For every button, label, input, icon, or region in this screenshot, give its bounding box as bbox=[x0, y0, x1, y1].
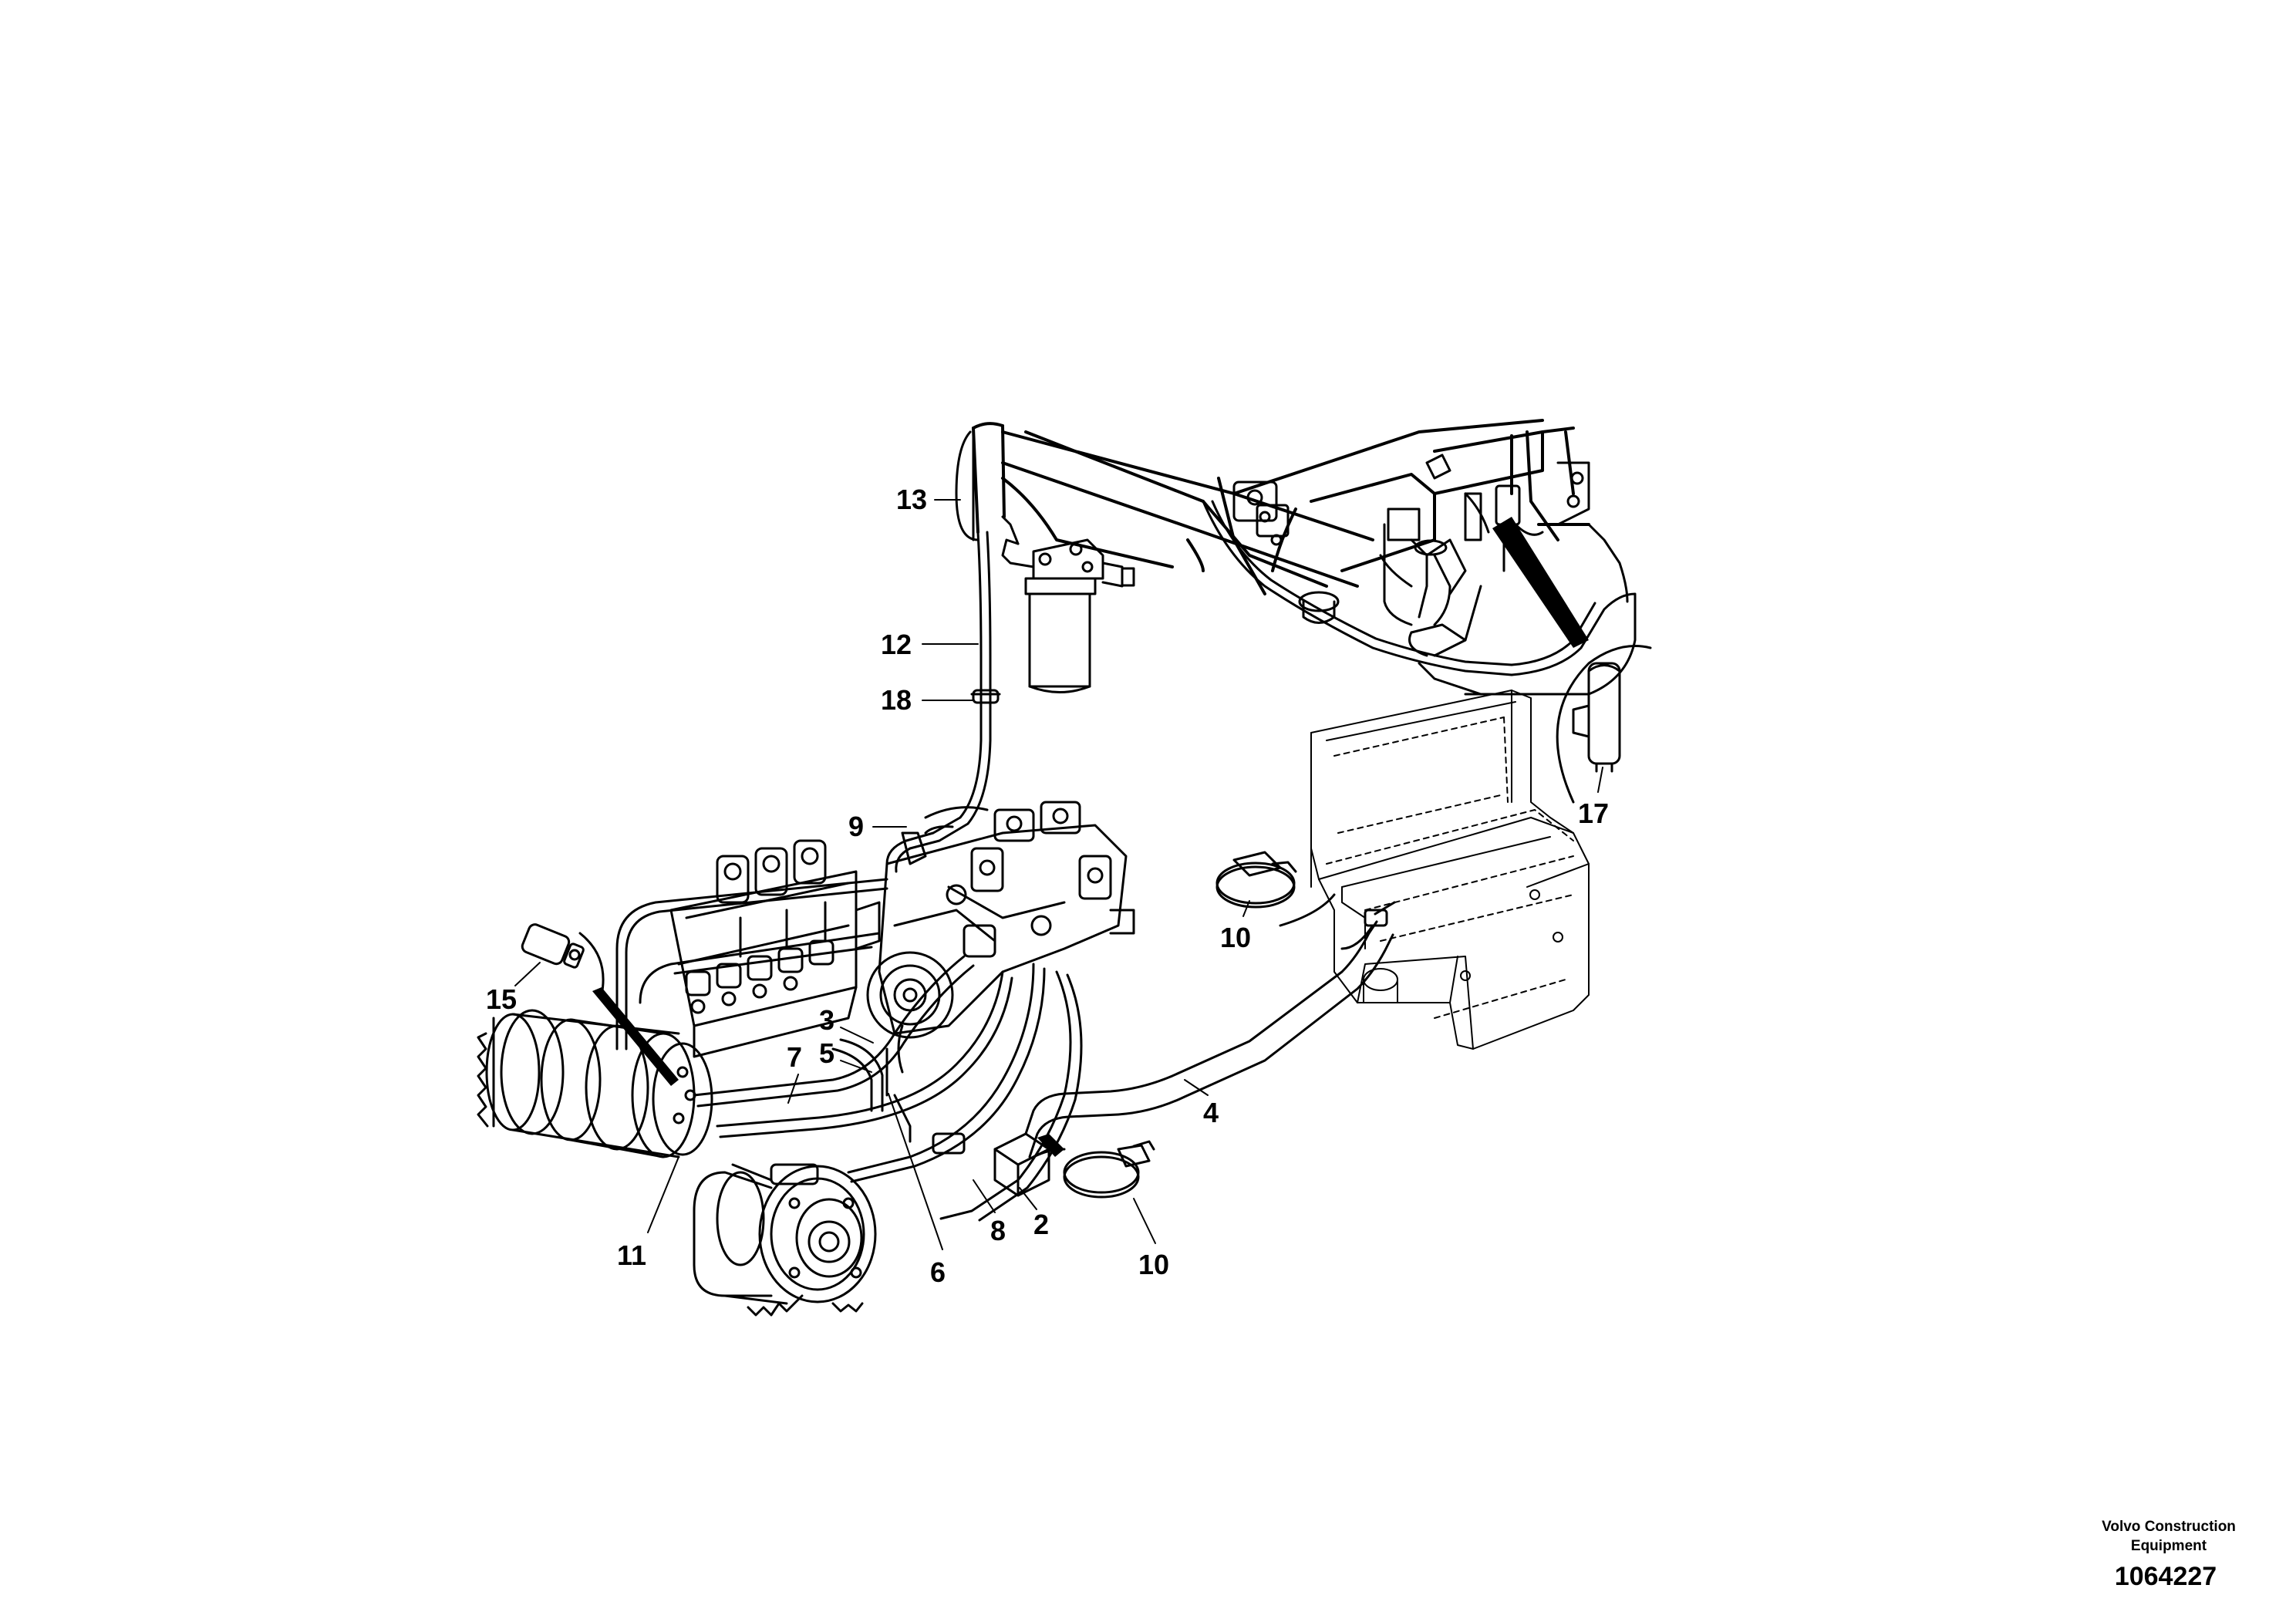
callout-2: 2 bbox=[1033, 1209, 1049, 1240]
fitting-block-2 bbox=[993, 1132, 1050, 1197]
clamp-10-bottom bbox=[1032, 1134, 1155, 1199]
line-filter bbox=[1001, 515, 1135, 693]
callout-3: 3 bbox=[819, 1004, 834, 1036]
hydraulic-tank bbox=[1310, 690, 1590, 1050]
brand-line-1: Volvo Construction bbox=[2102, 1519, 2236, 1535]
callout-5: 5 bbox=[819, 1037, 834, 1069]
sensor-15 bbox=[521, 923, 679, 1086]
brand-block: Volvo Construction Equipment 1064227 bbox=[2102, 1519, 2236, 1591]
callout-6: 6 bbox=[930, 1256, 946, 1288]
control-valve bbox=[669, 839, 881, 1058]
callout-11: 11 bbox=[617, 1239, 646, 1271]
motor-feed-hoses bbox=[615, 878, 888, 1050]
clamp-10-top bbox=[1215, 851, 1374, 950]
travel-motor-right bbox=[693, 1163, 877, 1317]
leader-lines bbox=[514, 499, 1603, 1250]
pipe-13 bbox=[955, 430, 979, 541]
frame-brackets bbox=[1232, 454, 1590, 657]
detail-17 bbox=[1492, 517, 1652, 804]
callout-10-bottom: 10 bbox=[1138, 1249, 1169, 1280]
callout-18: 18 bbox=[881, 684, 912, 716]
callout-13: 13 bbox=[896, 484, 927, 515]
hydraulic-tank-dashed bbox=[1326, 717, 1574, 1019]
hose-4 bbox=[1024, 901, 1396, 1158]
pump-to-motor-hoses bbox=[693, 955, 1083, 1222]
callout-7: 7 bbox=[787, 1041, 802, 1073]
hose-12 bbox=[905, 531, 1001, 850]
callouts: 13 12 18 9 17 10 15 3 5 7 4 11 6 8 2 10 bbox=[486, 484, 1609, 1288]
travel-motor-left bbox=[477, 1009, 713, 1158]
callout-15: 15 bbox=[486, 983, 517, 1015]
callout-8: 8 bbox=[990, 1215, 1006, 1246]
callout-12: 12 bbox=[881, 629, 912, 660]
frame-hose bbox=[1202, 500, 1637, 696]
callout-9: 9 bbox=[848, 811, 864, 842]
callout-10-top: 10 bbox=[1220, 922, 1251, 953]
hose-9 bbox=[885, 825, 954, 873]
document-number: 1064227 bbox=[2115, 1562, 2217, 1591]
brand-line-2: Equipment bbox=[2131, 1538, 2207, 1554]
callout-4: 4 bbox=[1203, 1097, 1219, 1128]
callout-17: 17 bbox=[1578, 798, 1609, 829]
hydraulic-pump bbox=[866, 801, 1135, 1039]
